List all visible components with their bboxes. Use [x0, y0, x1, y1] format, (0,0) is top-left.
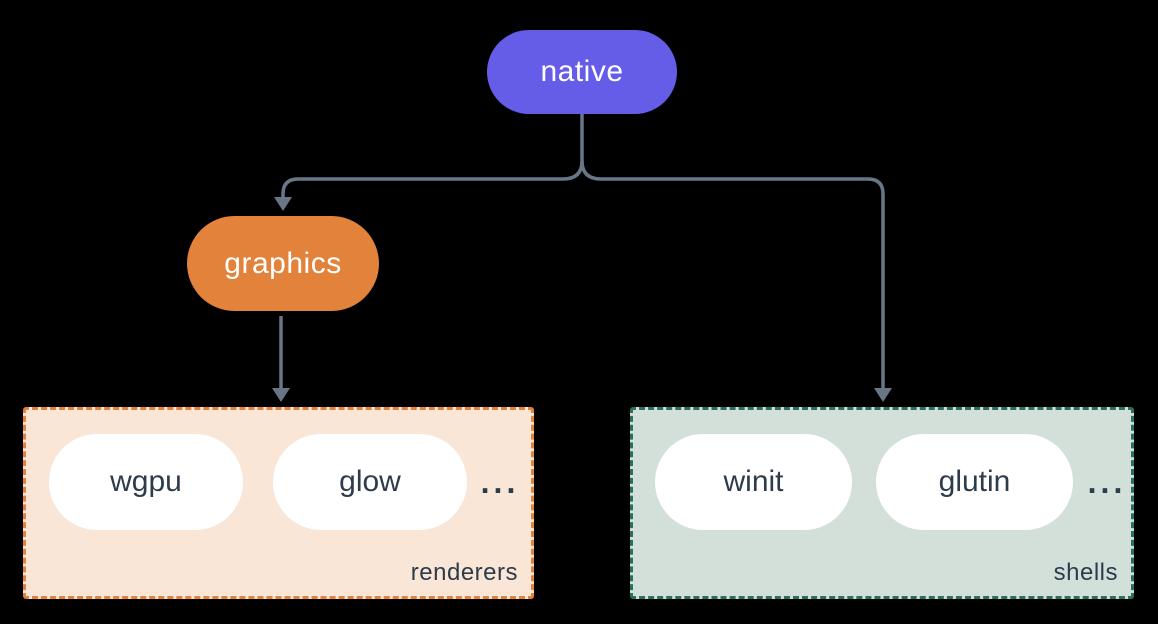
- edge-native-to-graphics: [281, 113, 584, 197]
- group-renderers-label: renderers: [410, 559, 518, 586]
- group-shells-label: shells: [1053, 559, 1118, 586]
- group-renderers: wgpu glow ... renderers: [23, 407, 534, 599]
- edge-native-to-shells: [580, 160, 885, 388]
- item-wgpu: wgpu: [49, 434, 243, 530]
- node-graphics-label: graphics: [224, 246, 342, 280]
- arrowhead-down-icon: [274, 197, 292, 211]
- ellipsis-more-renderers: ...: [480, 463, 520, 500]
- node-graphics: graphics: [187, 216, 379, 311]
- node-native: native: [487, 30, 677, 114]
- arrowhead-down-icon: [272, 388, 290, 402]
- ellipsis-more-shells: ...: [1087, 463, 1127, 500]
- item-glutin: glutin: [876, 434, 1073, 530]
- arrowhead-down-icon: [874, 388, 892, 402]
- item-winit-label: winit: [723, 465, 784, 498]
- item-glow: glow: [273, 434, 467, 530]
- item-glutin-label: glutin: [938, 465, 1011, 498]
- item-winit: winit: [655, 434, 852, 530]
- item-glow-label: glow: [339, 465, 401, 498]
- node-native-label: native: [540, 55, 624, 88]
- item-wgpu-label: wgpu: [110, 465, 182, 498]
- group-shells: winit glutin ... shells: [630, 407, 1134, 599]
